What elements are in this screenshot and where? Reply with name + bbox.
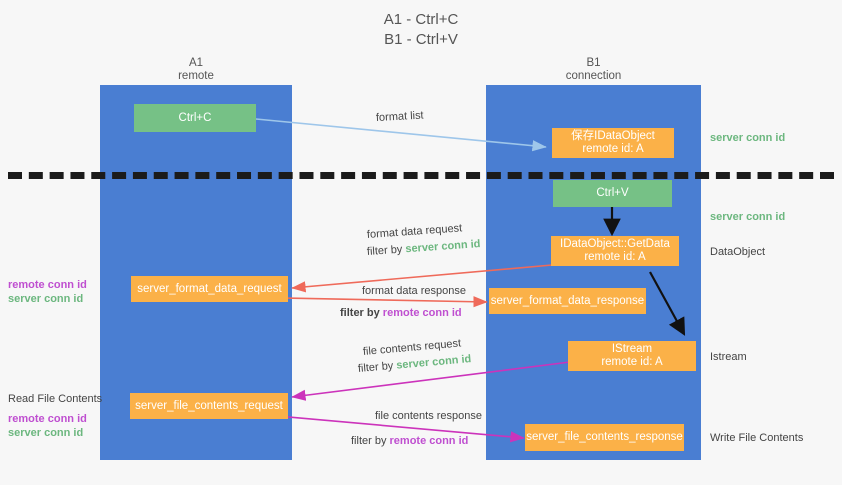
annot-file-contents-response-filter-prefix: filter by [351, 435, 390, 447]
annot-file-contents-response-filter-value: remote conn id [389, 435, 469, 447]
box-istream-line2: remote id: A [601, 356, 663, 368]
annot-format-data-response-filter-prefix: filter by [340, 307, 383, 319]
lane-b1-subtitle: connection [565, 70, 622, 82]
box-istream[interactable]: IStream remote id: A [568, 341, 696, 371]
label-server-conn-id-2: server conn id [8, 427, 84, 439]
lane-header-a1: A1 remote [100, 57, 292, 83]
lane-a1-subtitle: remote [178, 70, 214, 82]
box-server-format-data-response-label: server_format_data_response [490, 294, 645, 307]
phase-divider [8, 172, 834, 179]
box-save-idataobject-line1: 保存IDataObject [571, 130, 655, 142]
box-server-format-data-response[interactable]: server_format_data_response [489, 288, 646, 314]
box-idataobject-getdata[interactable]: IDataObject::GetData remote id: A [551, 236, 679, 266]
lane-b1-name: B1 [586, 57, 601, 69]
box-server-file-contents-request-label: server_file_contents_request [135, 399, 283, 412]
annot-file-contents-response: file contents response [375, 410, 483, 422]
box-save-idataobject-line2: remote id: A [582, 143, 644, 155]
box-idataobject-getdata-line2: remote id: A [584, 251, 646, 263]
box-save-idataobject[interactable]: 保存IDataObject remote id: A [552, 128, 674, 158]
box-ctrl-c[interactable]: Ctrl+C [134, 104, 256, 132]
box-ctrl-c-label: Ctrl+C [178, 111, 212, 124]
annot-format-list: format list [375, 109, 424, 124]
box-server-file-contents-response[interactable]: server_file_contents_response [525, 424, 684, 451]
label-remote-conn-id-2: remote conn id [8, 413, 87, 425]
label-write-file-contents: Write File Contents [710, 432, 804, 444]
box-server-file-contents-request[interactable]: server_file_contents_request [130, 393, 288, 419]
label-server-conn-id-top: server conn id [710, 132, 786, 144]
label-server-conn-id-mid: server conn id [710, 211, 786, 223]
annot-format-data-response-filter-value: remote conn id [382, 307, 462, 319]
box-server-format-data-request[interactable]: server_format_data_request [131, 276, 288, 302]
annot-format-data-request-filter-value: server conn id [404, 238, 481, 256]
page-title: A1 - Ctrl+C B1 - Ctrl+V [0, 10, 842, 50]
label-server-conn-id-1: server conn id [8, 293, 84, 305]
box-istream-line1: IStream [611, 343, 653, 355]
box-ctrl-v[interactable]: Ctrl+V [553, 180, 672, 207]
label-read-file-contents: Read File Contents [8, 393, 103, 405]
title-line-1: A1 - Ctrl+C [383, 11, 459, 28]
annot-format-data-response: format data response [362, 285, 466, 297]
label-remote-conn-id-1: remote conn id [8, 279, 87, 291]
annot-file-contents-request-filter-prefix: filter by [357, 359, 397, 375]
box-server-format-data-request-label: server_format_data_request [137, 282, 282, 295]
annot-format-data-response-filter: filter by remote conn id [340, 306, 462, 321]
box-idataobject-getdata-line1: IDataObject::GetData [560, 238, 670, 250]
annot-file-contents-response-filter: filter by remote conn id [351, 434, 468, 449]
title-line-2: B1 - Ctrl+V [384, 31, 458, 48]
lane-a1-name: A1 [188, 57, 204, 69]
annot-format-data-request-filter-prefix: filter by [366, 243, 406, 258]
box-ctrl-v-label: Ctrl+V [596, 187, 629, 199]
box-server-file-contents-response-label: server_file_contents_response [526, 431, 683, 443]
label-istream: Istream [710, 351, 747, 363]
label-dataobject: DataObject [710, 246, 766, 258]
lane-header-b1: B1 connection [486, 57, 701, 83]
